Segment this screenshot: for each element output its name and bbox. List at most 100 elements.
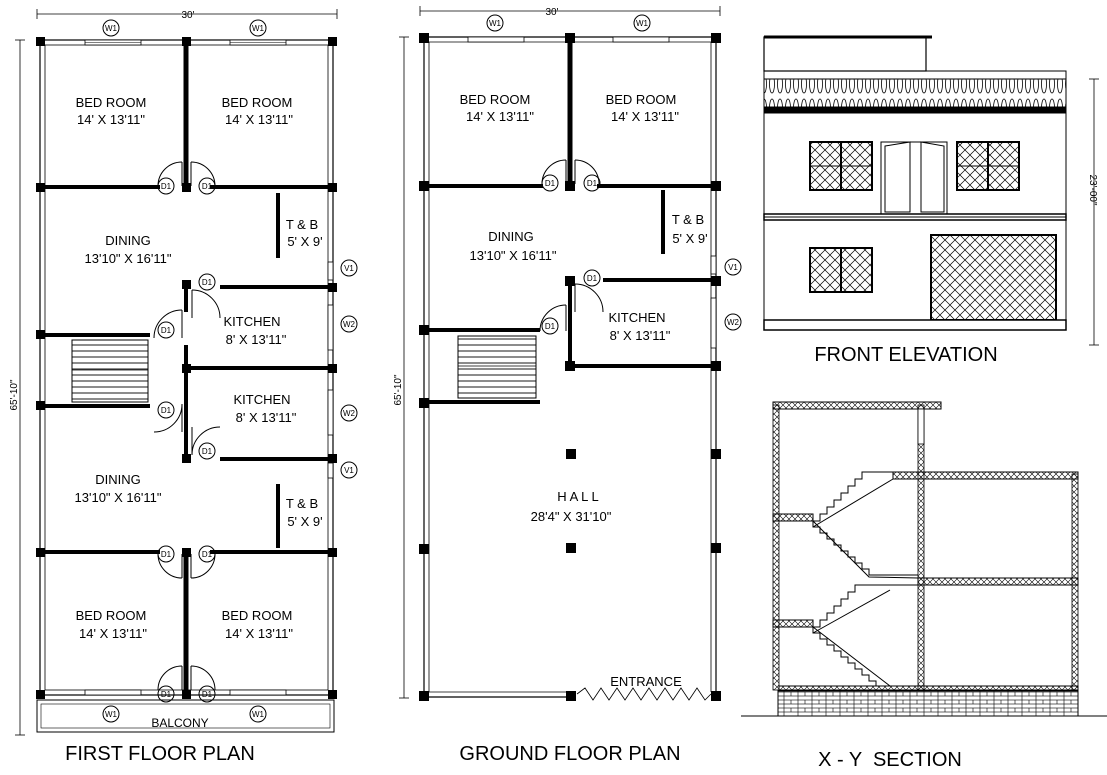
ff-tag-d1: D1 xyxy=(157,685,175,703)
ff-dining2-name: DINING xyxy=(95,472,141,487)
gf-entrance-label: ENTRANCE xyxy=(610,674,682,689)
ff-tag-d1: D1 xyxy=(157,321,175,339)
svg-text:D1: D1 xyxy=(161,690,172,699)
ff-bed2-size: 14' X 13'11" xyxy=(225,112,293,127)
gf-tag-w1: W1 xyxy=(633,14,651,32)
ff-tag-d1: D1 xyxy=(198,442,216,460)
svg-text:W2: W2 xyxy=(343,320,356,329)
gf-tag-d1: D1 xyxy=(583,174,601,192)
gf-length-label: 65'-10" xyxy=(393,374,404,405)
ff-kitchen1-size: 8' X 13'11" xyxy=(226,332,287,347)
section-stairs xyxy=(812,471,919,687)
ff-tag-d1: D1 xyxy=(157,401,175,419)
xy-section: X - Y SECTION xyxy=(741,401,1107,771)
ff-tag-v1: V1 xyxy=(340,461,358,479)
ff-tags: W1 W1 D1 D1 D1 D1 D1 D1 D1 D1 D1 D1 W1 W… xyxy=(102,19,358,723)
ff-tag-w2: W2 xyxy=(340,315,358,333)
gf-title: GROUND FLOOR PLAN xyxy=(459,743,680,765)
svg-text:W1: W1 xyxy=(636,19,649,28)
gf-columns xyxy=(419,33,721,701)
ff-tag-w1: W1 xyxy=(102,19,120,37)
svg-text:D1: D1 xyxy=(545,322,556,331)
elev-height-dimension: 23'-00" xyxy=(1087,78,1099,346)
ff-tb2-name: T & B xyxy=(286,496,318,511)
gf-tag-w1: W1 xyxy=(486,14,504,32)
ff-kitchen2-name: KITCHEN xyxy=(233,392,290,407)
svg-text:W1: W1 xyxy=(105,24,118,33)
ff-bed1-name: BED ROOM xyxy=(76,95,147,110)
first-floor-width-dimension: 30' xyxy=(36,9,338,21)
gf-kitchen-size: 8' X 13'11" xyxy=(610,328,671,343)
ff-tb2-size: 5' X 9' xyxy=(287,514,322,529)
elev-rolling-shutter xyxy=(930,234,1057,321)
ff-kitchen1-name: KITCHEN xyxy=(223,314,280,329)
svg-text:W2: W2 xyxy=(727,318,740,327)
gf-kitchen-name: KITCHEN xyxy=(608,310,665,325)
ff-doors xyxy=(153,161,221,691)
svg-text:D1: D1 xyxy=(161,550,172,559)
ff-width-label: 30' xyxy=(181,10,194,21)
gf-tb-name: T & B xyxy=(672,212,704,227)
ff-kitchen2-size: 8' X 13'11" xyxy=(236,410,297,425)
ff-tag-w2: W2 xyxy=(340,404,358,422)
ff-tag-v1: V1 xyxy=(340,259,358,277)
svg-text:W1: W1 xyxy=(105,710,118,719)
svg-text:D1: D1 xyxy=(202,278,213,287)
ff-tag-d1: D1 xyxy=(198,545,216,563)
gf-room-labels: BED ROOM 14' X 13'11" BED ROOM 14' X 13'… xyxy=(460,92,708,524)
ff-windows xyxy=(84,39,334,696)
first-floor-length-dimension: 65'-10" xyxy=(9,39,25,736)
gf-tag-d1: D1 xyxy=(541,174,559,192)
section-plinth xyxy=(777,689,1079,717)
svg-text:V1: V1 xyxy=(344,466,354,475)
gf-tag-d1: D1 xyxy=(583,269,601,287)
gf-bed1-name: BED ROOM xyxy=(460,92,531,107)
gf-hall-name: H A L L xyxy=(557,489,598,504)
ff-bed2-name: BED ROOM xyxy=(222,95,293,110)
gf-doors xyxy=(539,159,604,332)
elev-title: FRONT ELEVATION xyxy=(814,344,997,366)
ff-balcony-label: BALCONY xyxy=(151,716,208,730)
ff-bed3-name: BED ROOM xyxy=(76,608,147,623)
ff-balcony xyxy=(36,699,335,733)
svg-text:V1: V1 xyxy=(344,264,354,273)
ff-bed4-size: 14' X 13'11" xyxy=(225,626,293,641)
ff-bed1-size: 14' X 13'11" xyxy=(77,112,145,127)
ff-dining1-name: DINING xyxy=(105,233,151,248)
gf-tag-v1: V1 xyxy=(724,258,742,276)
ff-tag-d1: D1 xyxy=(198,273,216,291)
ff-tag-w1: W1 xyxy=(249,19,267,37)
gf-hall-size: 28'4" X 31'10" xyxy=(531,509,612,524)
svg-text:D1: D1 xyxy=(587,274,598,283)
svg-text:W2: W2 xyxy=(343,409,356,418)
gf-staircase xyxy=(457,335,537,399)
svg-text:W1: W1 xyxy=(252,710,265,719)
ff-tag-d1: D1 xyxy=(157,545,175,563)
gf-tag-w2: W2 xyxy=(724,313,742,331)
ff-tag-d1: D1 xyxy=(157,177,175,195)
ff-columns xyxy=(36,37,337,699)
elev-balcony-doors xyxy=(880,141,948,215)
ground-floor-length-dimension: 65'-10" xyxy=(393,36,409,699)
ff-bed3-size: 14' X 13'11" xyxy=(79,626,147,641)
gf-windows xyxy=(467,36,717,349)
ff-dining2-size: 13'10" X 16'11" xyxy=(75,490,162,505)
svg-text:D1: D1 xyxy=(202,550,213,559)
svg-text:D1: D1 xyxy=(202,182,213,191)
ground-floor-width-dimension: 30' xyxy=(419,6,721,18)
gf-width-label: 30' xyxy=(545,7,558,18)
svg-text:D1: D1 xyxy=(202,447,213,456)
gf-dining-name: DINING xyxy=(488,229,534,244)
svg-text:V1: V1 xyxy=(728,263,738,272)
ff-bed4-name: BED ROOM xyxy=(222,608,293,623)
ff-dining1-size: 13'10" X 16'11" xyxy=(85,251,172,266)
ff-tag-w1: W1 xyxy=(249,705,267,723)
ff-tag-d1: D1 xyxy=(198,685,216,703)
ff-tb1-size: 5' X 9' xyxy=(287,234,322,249)
ff-length-label: 65'-10" xyxy=(9,379,20,410)
svg-text:W1: W1 xyxy=(489,19,502,28)
elev-stair-cabin xyxy=(763,36,927,72)
svg-text:D1: D1 xyxy=(161,326,172,335)
elev-parapet-railing xyxy=(763,78,1067,108)
